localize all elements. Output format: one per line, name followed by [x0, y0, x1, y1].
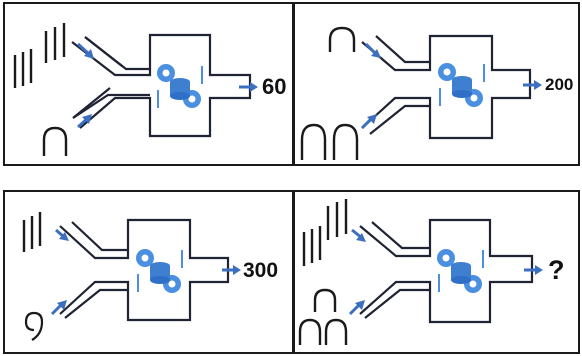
egyptian-numeral-input-top [13, 23, 66, 88]
gears-database-icon [157, 64, 203, 108]
egyptian-numeral-input-top [302, 199, 348, 266]
arrow-right-icon [348, 228, 543, 316]
arrow-right-icon [360, 42, 542, 130]
processing-machine-icon [359, 218, 534, 324]
egyptian-numeral-input-bottom [298, 288, 348, 345]
output-value-panel-3: 300 [243, 259, 279, 282]
egyptian-numeral-input-top [328, 26, 356, 52]
egyptian-numeral-input-top [22, 212, 42, 252]
puzzle-panel-top [3, 2, 580, 166]
output-value-panel-4: ? [548, 255, 565, 285]
gears-database-icon [136, 249, 183, 293]
panel-divider-top [292, 2, 295, 166]
arrow-right-icon [50, 228, 241, 316]
output-value-panel-1: 60 [262, 74, 287, 99]
egyptian-numeral-input-bottom [24, 311, 44, 341]
gears-database-icon [437, 249, 484, 293]
arrow-right-icon [76, 42, 258, 129]
egyptian-numeral-input-bottom [42, 126, 68, 156]
gears-database-icon [438, 63, 485, 107]
puzzle-panel-bottom [3, 190, 580, 354]
egyptian-numeral-input-bottom [300, 123, 359, 160]
panel-divider-bottom [292, 190, 295, 354]
output-value-panel-2: 200 [545, 75, 574, 94]
